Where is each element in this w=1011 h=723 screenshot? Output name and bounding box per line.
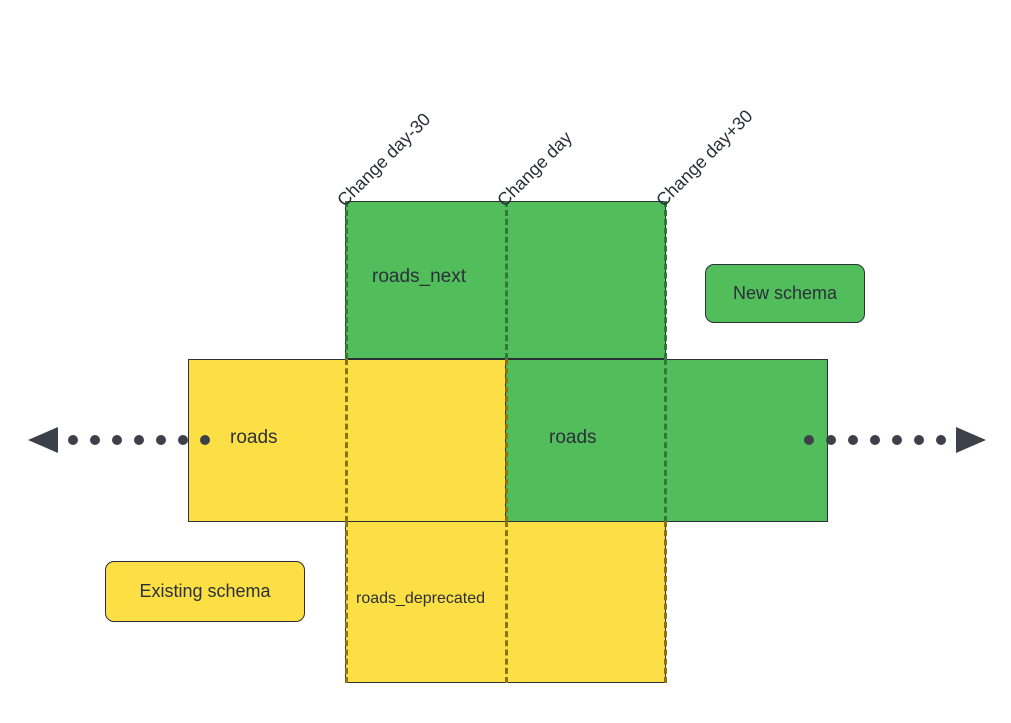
timeline-dots-right <box>804 435 946 445</box>
legend-new-schema-label: New schema <box>732 283 838 303</box>
block-roads-deprecated[interactable] <box>345 521 666 683</box>
block-roads-existing[interactable] <box>188 359 506 522</box>
legend-existing-schema[interactable]: Existing schema <box>105 561 305 622</box>
timeline-dot <box>200 435 210 445</box>
timeline-dot <box>68 435 78 445</box>
timeline-dot <box>826 435 836 445</box>
legend-new-schema[interactable]: New schema <box>705 264 865 323</box>
timeline-arrow-right <box>804 427 986 453</box>
axis-label-change-day: Change day <box>493 127 576 211</box>
axis-label-change-day-plus-30: Change day+30 <box>652 105 757 211</box>
block-roads-next[interactable] <box>345 201 666 359</box>
timeline-dot <box>914 435 924 445</box>
timeline-dot <box>90 435 100 445</box>
arrow-head-left-icon <box>28 427 58 453</box>
timeline-arrow-left <box>28 427 210 453</box>
axis-label-change-day-minus-30: Change day-30 <box>333 109 435 211</box>
timeline-dot <box>134 435 144 445</box>
arrow-head-right-icon <box>956 427 986 453</box>
timeline-dot <box>892 435 902 445</box>
timeline-dots-left <box>68 435 210 445</box>
timeline-dot <box>870 435 880 445</box>
timeline-dot <box>156 435 166 445</box>
timeline-dot <box>848 435 858 445</box>
legend-existing-schema-label: Existing schema <box>139 581 271 601</box>
block-roads-new[interactable] <box>505 359 828 522</box>
timeline-dot <box>112 435 122 445</box>
timeline-dot <box>178 435 188 445</box>
timeline-dot <box>804 435 814 445</box>
timeline-dot <box>936 435 946 445</box>
